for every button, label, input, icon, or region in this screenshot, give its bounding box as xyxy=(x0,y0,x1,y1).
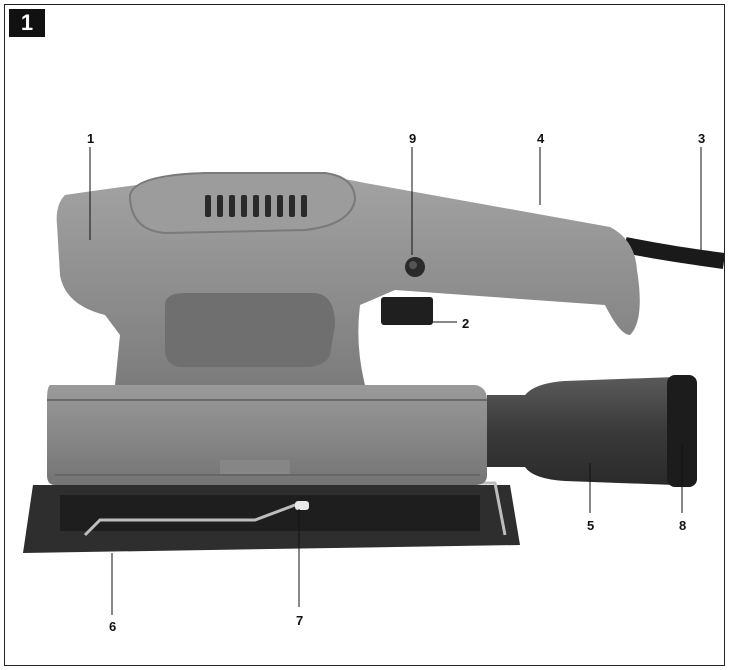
clamp-lever-tip xyxy=(295,501,309,510)
handle-window xyxy=(165,293,335,367)
dust-nozzle xyxy=(487,377,697,485)
figure-frame: 1 1 9 4 3 2 5 8 6 7 xyxy=(4,4,725,666)
power-cable xyxy=(623,237,724,269)
figure-number-badge: 1 xyxy=(9,9,45,37)
callout-label-3: 3 xyxy=(698,131,706,146)
callout-label-8: 8 xyxy=(679,518,687,533)
base-housing xyxy=(47,385,487,485)
orbital-sander-illustration xyxy=(23,172,724,553)
callout-label-9: 9 xyxy=(409,131,417,146)
nozzle-cap xyxy=(667,375,697,487)
on-off-switch xyxy=(381,297,433,325)
callout-leader-lines xyxy=(89,147,702,615)
callout-label-4: 4 xyxy=(537,131,545,146)
callout-label-2: 2 xyxy=(462,316,470,331)
callout-label-1: 1 xyxy=(87,131,95,146)
callout-label-5: 5 xyxy=(587,518,595,533)
vent-slots xyxy=(205,195,307,217)
callout-label-7: 7 xyxy=(296,613,304,628)
callout-label-6: 6 xyxy=(109,619,117,634)
